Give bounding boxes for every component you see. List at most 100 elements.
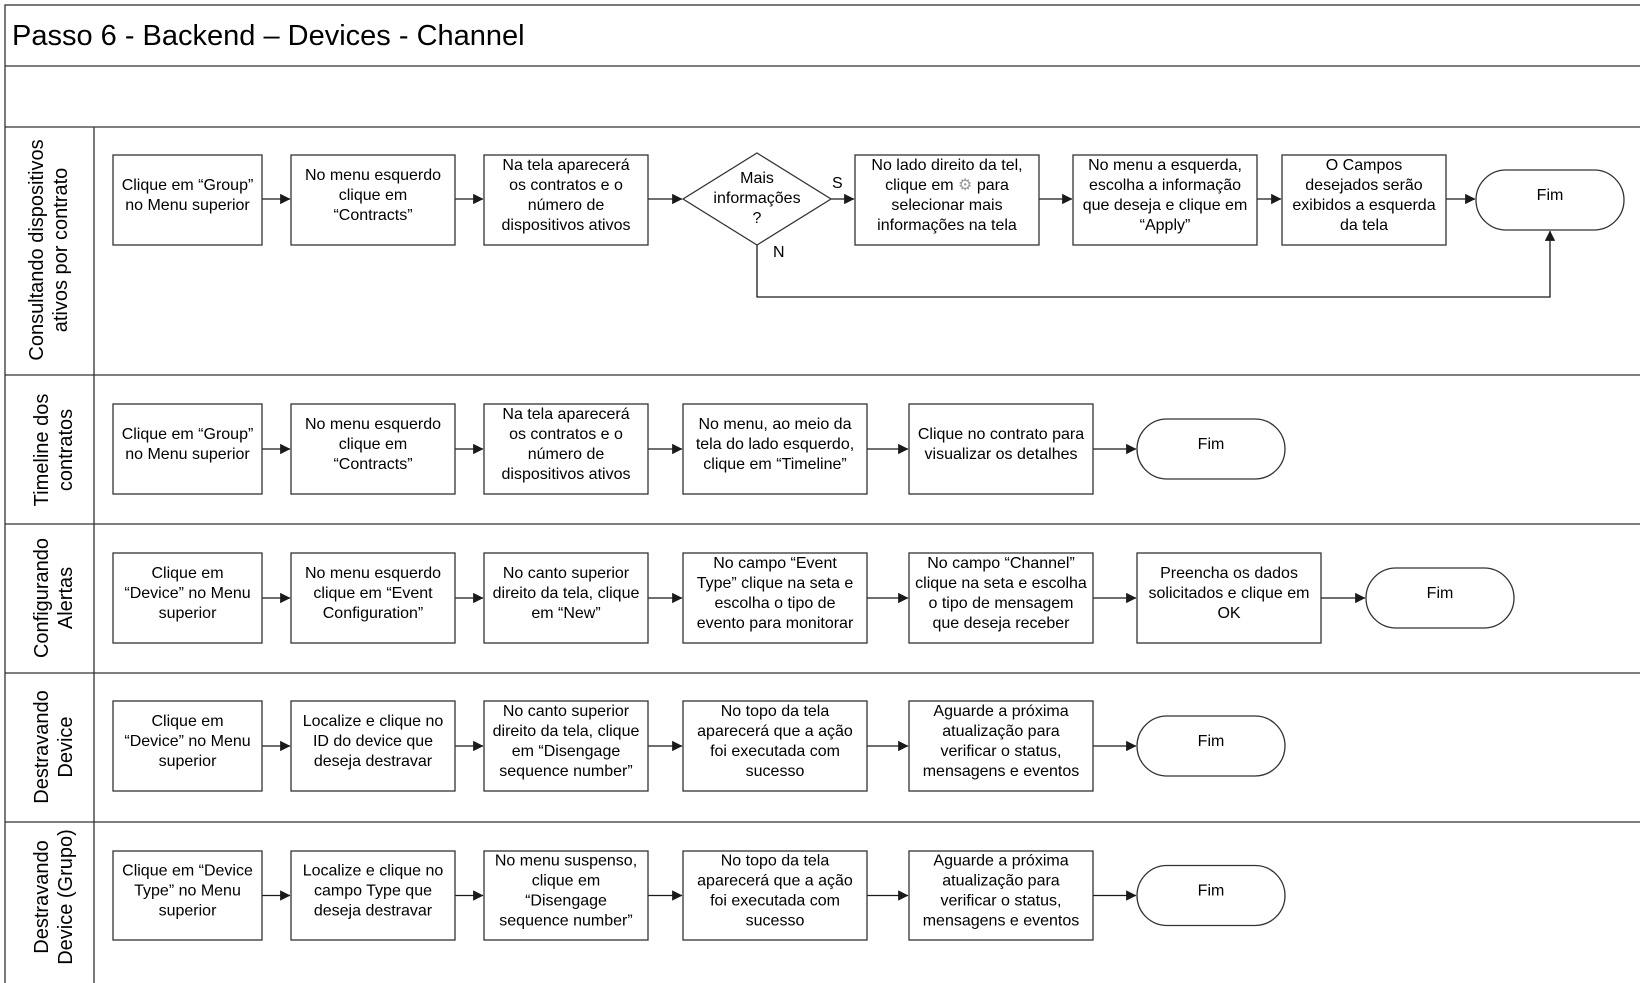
process-step <box>908 850 1094 941</box>
step-label-part: clique em <box>885 177 958 194</box>
step-label-line: Na tela aparecerá <box>502 157 629 174</box>
process-step <box>908 403 1094 495</box>
lane-label-line: Device <box>55 716 77 777</box>
process-step <box>1136 552 1322 644</box>
step-label-line: Na tela aparecerá <box>502 406 629 423</box>
step-label-line: No menu esquerdo <box>305 565 441 582</box>
step-label-line: os contratos e o <box>509 426 623 443</box>
lane-label-line: Consultando dispositivos <box>26 139 48 360</box>
decision-label-line: ? <box>753 210 762 227</box>
step-label-line: Clique no contrato para <box>918 426 1084 443</box>
step-label-line: superior <box>159 605 217 622</box>
step-label-line: em “Disengage <box>512 743 621 760</box>
step-label-line: Aguarde a próxima <box>933 703 1068 720</box>
step-label-line: OK <box>1217 605 1240 622</box>
step-label-line: no Menu superior <box>125 197 250 214</box>
end-label: Fim <box>1198 436 1225 453</box>
end-terminator <box>1365 567 1515 629</box>
step-label-line: Type” no Menu <box>134 883 241 900</box>
step-label-line: No menu suspenso, <box>495 853 637 870</box>
process-step <box>112 552 263 644</box>
step-label-line: número de <box>528 197 605 214</box>
step-label-line: foi executada com <box>710 743 840 760</box>
step-label-line: No campo “Channel” <box>927 555 1075 572</box>
step-label-line: no Menu superior <box>125 446 250 463</box>
process-step <box>112 850 263 941</box>
end-label-line: Fim <box>1427 585 1454 602</box>
end-terminator <box>1475 169 1625 231</box>
step-label-line: Preencha os dados <box>1160 565 1298 582</box>
step-label-line: atualização para <box>942 873 1060 890</box>
step-label-line: campo Type que <box>314 883 432 900</box>
step-label-line: No menu esquerdo <box>305 416 441 433</box>
lane-label-line: Device (Grupo) <box>55 829 77 965</box>
step-label-line: Clique em “Group” <box>122 177 254 194</box>
step-label: No campo “Channel” clique na seta e escol… <box>915 555 1087 632</box>
step-label-line: Clique em “Group” <box>122 426 254 443</box>
end-terminator <box>1136 418 1286 480</box>
diagram-frame <box>4 4 1640 983</box>
step-label-line: superior <box>159 903 217 920</box>
step-label-part: para <box>972 177 1009 194</box>
process-step <box>908 552 1094 644</box>
step-label-line: Type” clique na seta e <box>697 575 854 592</box>
step-label-line: escolha o tipo de <box>715 595 836 612</box>
step-label-line: informações na tela <box>877 217 1017 234</box>
step-label-line: Localize e clique no <box>303 713 444 730</box>
step-label-line: No campo “Event <box>713 555 837 572</box>
step-label-line: clique em <box>339 187 407 204</box>
step-label-line: clique em <box>532 873 600 890</box>
step-label-line: Clique em “Device <box>122 863 253 880</box>
process-step <box>682 552 868 644</box>
process-step <box>290 700 456 792</box>
step-label-line: No menu esquerdo <box>305 167 441 184</box>
step-label-line: escolha a informação <box>1089 177 1241 194</box>
end-label: Fim <box>1537 187 1564 204</box>
step-label-line: No menu a esquerda, <box>1088 157 1242 174</box>
step-label-line: clique em “Event <box>313 585 433 602</box>
step-label-line: No topo da tela <box>721 853 830 870</box>
end-label-line: Fim <box>1537 187 1564 204</box>
step-label-line: aparecerá que a ação <box>697 723 853 740</box>
process-step <box>1072 154 1258 246</box>
end-label: Fim <box>1427 585 1454 602</box>
lane-label-line: Configurando <box>31 538 53 658</box>
step-label-line: tela do lado esquerdo, <box>696 436 854 453</box>
end-terminator <box>1136 864 1286 927</box>
no-branch-arrow <box>756 230 1556 298</box>
process-step <box>682 403 868 495</box>
lane-label-line: Alertas <box>55 567 77 629</box>
step-label-line: “Contracts” <box>333 207 412 224</box>
step-label-line: clique na seta e escolha <box>915 575 1087 592</box>
step-label-line: evento para monitorar <box>697 615 854 632</box>
lane-label-line: ativos por contrato <box>50 168 72 333</box>
step-label-line: O Campos <box>1326 157 1402 174</box>
step-label-line: direito da tela, clique <box>493 723 640 740</box>
no-branch-label: N <box>773 244 785 261</box>
step-label-line: clique em “Timeline” <box>703 456 846 473</box>
step-label: No menu esquerdo clique em “Contracts” <box>305 167 441 224</box>
step-label-line: da tela <box>1340 217 1388 234</box>
step-label-line: o tipo de mensagem <box>929 595 1074 612</box>
end-label: Fim <box>1198 733 1225 750</box>
step-label-line: No menu, ao meio da <box>699 416 852 433</box>
step-label-line: solicitados e clique em <box>1149 585 1310 602</box>
step-label: No menu, ao meio da tela do lado esquerdo… <box>696 416 854 473</box>
process-step <box>908 700 1094 792</box>
step-label: Preencha os dados solicitados e clique em… <box>1149 565 1310 622</box>
step-label-line: número de <box>528 446 605 463</box>
decision-label-line: Mais <box>740 170 774 187</box>
process-step <box>1281 154 1447 246</box>
